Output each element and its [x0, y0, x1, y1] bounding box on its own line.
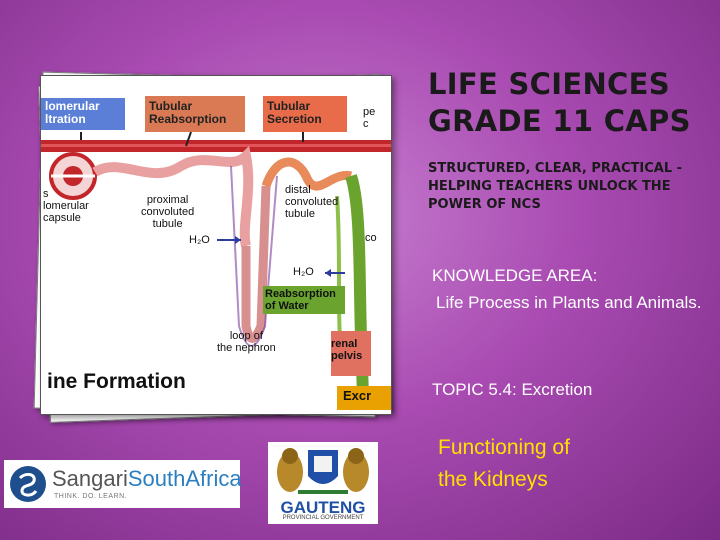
knowledge-area-label: KNOWLEDGE AREA: [432, 266, 598, 285]
renal-pelvis-label: renal pelvis [331, 338, 363, 362]
topic-label: TOPIC 5.4: Excretion [432, 380, 593, 399]
excretion-partial-label: Excr [343, 388, 372, 403]
h2o-left-label: H₂O [189, 234, 210, 246]
sangari-tagline: THINK. DO. LEARN. [54, 493, 128, 500]
gauteng-subtitle: PROVINCIAL GOVERNMENT [282, 515, 364, 521]
gauteng-logo: GAUTENG PROVINCIAL GOVERNMENT [268, 442, 378, 524]
excretion-box [337, 386, 391, 410]
proximal-tubule [92, 145, 254, 248]
sangari-country: SouthAfrica [127, 466, 242, 491]
gauteng-wordmark: GAUTENG [280, 498, 366, 517]
water-reabsorption-label: Reabsorption of Water [265, 288, 336, 312]
renal-pelvis [331, 331, 371, 376]
slide-subtitle: STRUCTURED, CLEAR, PRACTICAL - HELPING T… [428, 161, 683, 212]
distal-tubule [261, 157, 353, 191]
collecting-duct [345, 174, 369, 397]
functioning-line-2: the Kidneys [438, 468, 548, 491]
knowledge-area-value: Life Process in Plants and Animals. [436, 293, 702, 312]
functioning-line-1: Functioning of [438, 436, 570, 459]
glomerular-capsule-label: s lomerular capsule [43, 188, 89, 224]
glomerular-filtration-box [41, 98, 125, 130]
sangari-logo: SangariSouthAfrica THINK. DO. LEARN. [4, 460, 242, 508]
nephron-illustration [41, 96, 391, 410]
sangari-wordmark: SangariSouthAfrica [52, 466, 242, 492]
sangari-name: Sangari [52, 466, 128, 491]
functioning-title: Functioning of the Kidneys [438, 432, 570, 496]
secretion-box [263, 96, 347, 132]
urine-formation-label: ine Formation [47, 370, 186, 393]
loop-of-nephron-label: loop of the nephron [217, 330, 276, 354]
tubular-reabsorption-header: Tubular Reabsorption [149, 99, 227, 126]
tubular-secretion-header: Tubular Secretion [267, 99, 322, 126]
gauteng-coat-of-arms-icon [277, 448, 369, 494]
slide-title: LIFE SCIENCES GRADE 11 CAPS [428, 67, 691, 138]
distal-tubule-label: distal convoluted tubule [285, 184, 339, 220]
right-partial-label: pe c [363, 106, 376, 130]
loop-of-henle [241, 185, 271, 343]
nephron-diagram: lomerular ltration Tubular Reabsorption … [40, 75, 392, 415]
co-partial-label: co [365, 232, 377, 244]
glomerular-filtration-header: lomerular ltration [45, 99, 100, 126]
reabsorption-box [145, 96, 245, 132]
h2o-right-label: H₂O [293, 266, 314, 278]
sangari-emblem-icon [10, 466, 46, 502]
proximal-tubule-label: proximal convoluted tubule [141, 194, 195, 230]
water-reabsorption-box [263, 286, 345, 314]
